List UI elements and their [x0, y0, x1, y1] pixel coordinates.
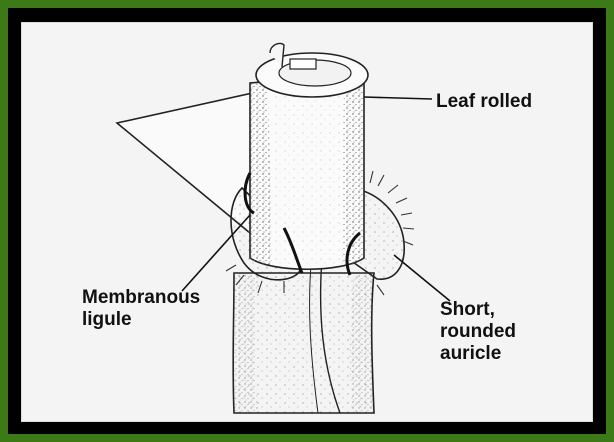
leader-leaf-rolled [364, 97, 432, 99]
diagram-panel: Leaf rolled Membranous ligule Short, rou… [21, 22, 593, 422]
label-membranous-ligule: Membranous ligule [82, 287, 200, 331]
label-leaf-rolled: Leaf rolled [436, 91, 532, 113]
label-short-rounded-auricle: Short, rounded auricle [440, 299, 516, 365]
leader-auricle [394, 255, 450, 301]
black-border: Leaf rolled Membranous ligule Short, rou… [8, 8, 606, 434]
